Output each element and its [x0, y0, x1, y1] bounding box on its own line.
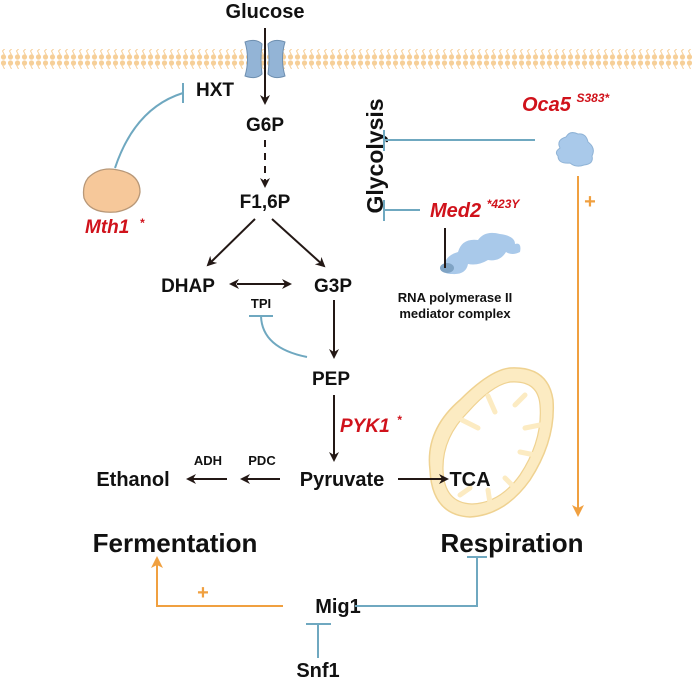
- tpi-label: TPI: [251, 296, 271, 311]
- rnap-label-line1: RNA polymerase II: [398, 290, 512, 305]
- oca5-protein-icon: [555, 132, 594, 167]
- mig1-inhibits-respiration-line: [355, 558, 478, 607]
- dhap-label: DHAP: [161, 276, 215, 297]
- glycolysis-label: Glycolysis: [362, 98, 388, 213]
- hxt-transporter-icon: [244, 39, 286, 79]
- oca5-plus-sign: +: [584, 191, 596, 213]
- mig1-activates-fermentation-line: [151, 556, 283, 607]
- tca-label: TCA: [449, 469, 490, 491]
- respiration-label: Respiration: [440, 528, 583, 558]
- mth1-inhibits-hxt-line: [114, 92, 184, 169]
- pep-label: PEP: [312, 369, 350, 390]
- pdc-label: PDC: [248, 453, 276, 468]
- pep-inhibits-tpi-line: [260, 315, 308, 358]
- adh-label: ADH: [194, 453, 222, 468]
- mth1-protein-icon: [82, 168, 141, 213]
- ethanol-label: Ethanol: [96, 469, 169, 491]
- f16p-label: F1,6P: [240, 192, 291, 213]
- mth1-gene-label: Mth1 *: [85, 216, 146, 238]
- pyruvate-label: Pyruvate: [300, 469, 385, 491]
- pyk1-gene-label: PYK1 *: [340, 413, 403, 437]
- snf1-label: Snf1: [296, 660, 339, 682]
- cell-membrane: [0, 49, 692, 69]
- glucose-label: Glucose: [226, 1, 305, 23]
- med2-gene-label: Med2 *423Y: [430, 197, 520, 222]
- oca5-gene-label: Oca5 S383*: [522, 91, 611, 116]
- med2-subunit-icon: [440, 263, 454, 273]
- f16p-to-dhap-arrow: [206, 218, 256, 267]
- g6p-label: G6P: [246, 115, 284, 136]
- f16p-to-g3p-arrow: [271, 218, 326, 268]
- fermentation-plus-sign: +: [197, 582, 209, 604]
- mig1-label: Mig1: [315, 596, 361, 618]
- rnap-label-line2: mediator complex: [399, 306, 511, 321]
- rna-polymerase-mediator-icon: [443, 232, 521, 275]
- hxt-label: HXT: [196, 80, 234, 101]
- fermentation-label: Fermentation: [93, 528, 258, 558]
- g3p-label: G3P: [314, 276, 352, 297]
- mitochondrion-icon: [428, 367, 555, 518]
